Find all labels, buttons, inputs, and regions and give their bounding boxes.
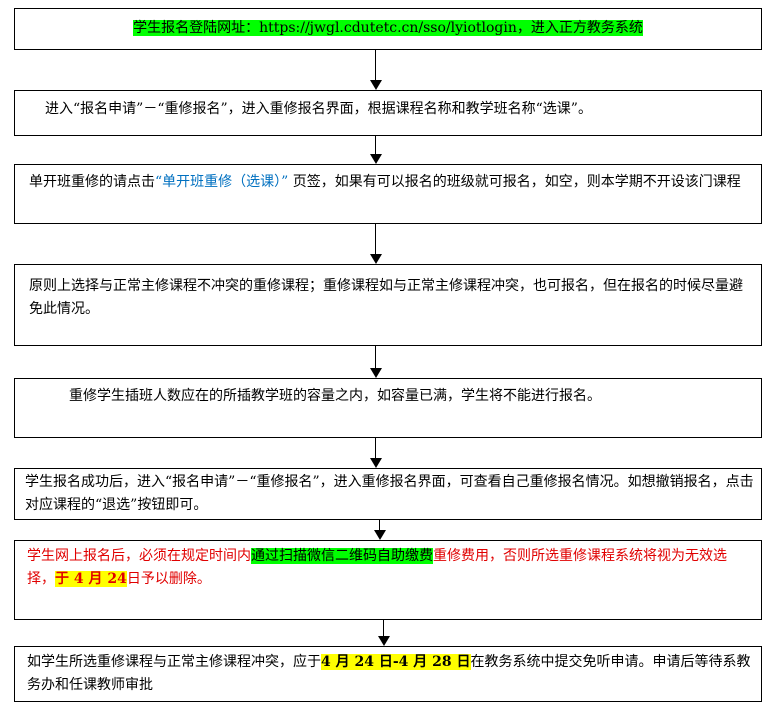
arrow-6 [374,520,386,540]
step-1-text: 学生报名登陆网址：https://jwgl.cdutetc.cn/sso/lyi… [133,20,643,36]
step-7-text-1: 学生网上报名后，必须在规定时间内 [27,548,251,564]
arrow-7 [378,620,390,646]
step-6-box: 学生报名成功后，进入“报名申请”－“重修报名”，进入重修报名界面，可查看自己重修… [14,468,762,520]
arrow-5 [370,438,382,468]
step-7-highlight-date: 于 4 月 24 [55,571,127,587]
step-4-box: 原则上选择与正常主修课程不冲突的重修课程；重修课程如与正常主修课程冲突，也可报名… [14,264,762,346]
step-2-box: 进入“报名申请”－“重修报名”，进入重修报名界面，根据课程名称和教学班名称“选课… [14,90,762,136]
step-8-text-2: 在教务系统中提交免听申请。申请后等待系教务办和任课教师审批 [27,654,751,693]
step-3-text-before: 单开班重修的请点击 [29,174,155,190]
step-8-text-1: 如学生所选重修课程与正常主修课程冲突，应于 [27,654,321,670]
step-7-highlight-payment: 通过扫描微信二维码自助缴费 [251,548,433,564]
step-7-text-3: 日予以删除。 [126,571,211,587]
step-2-text: 进入“报名申请”－“重修报名”，进入重修报名界面，根据课程名称和教学班名称“选课… [45,101,592,117]
step-8-box: 如学生所选重修课程与正常主修课程冲突，应于4 月 24 日-4 月 28 日在教… [14,646,762,702]
step-7-text-2: 重修费用，否则所选重修课程系统将视为无效选择， [27,548,727,587]
step-1-box: 学生报名登陆网址：https://jwgl.cdutetc.cn/sso/lyi… [14,8,762,50]
arrow-4 [370,346,382,378]
step-6-text: 学生报名成功后，进入“报名申请”－“重修报名”，进入重修报名界面，可查看自己重修… [25,474,754,513]
arrow-1 [370,50,382,90]
step-3-box: 单开班重修的请点击“单开班重修（选课）” 页签，如果有可以报名的班级就可报名，如… [14,164,762,224]
step-3-text-after: 页签，如果有可以报名的班级就可报名，如空，则本学期不开设该门课程 [288,174,741,190]
arrow-3 [370,224,382,264]
step-7-box: 学生网上报名后，必须在规定时间内通过扫描微信二维码自助缴费重修费用，否则所选重修… [14,540,762,620]
step-5-box: 重修学生插班人数应在的所插教学班的容量之内，如容量已满，学生将不能进行报名。 [14,378,762,438]
arrow-2 [370,136,382,164]
step-8-highlight-date-range: 4 月 24 日-4 月 28 日 [321,654,471,670]
step-4-text: 原则上选择与正常主修课程不冲突的重修课程；重修课程如与正常主修课程冲突，也可报名… [29,278,743,317]
step-3-tab-name: “单开班重修（选课）” [155,174,289,190]
step-5-text: 重修学生插班人数应在的所插教学班的容量之内，如容量已满，学生将不能进行报名。 [69,388,601,404]
